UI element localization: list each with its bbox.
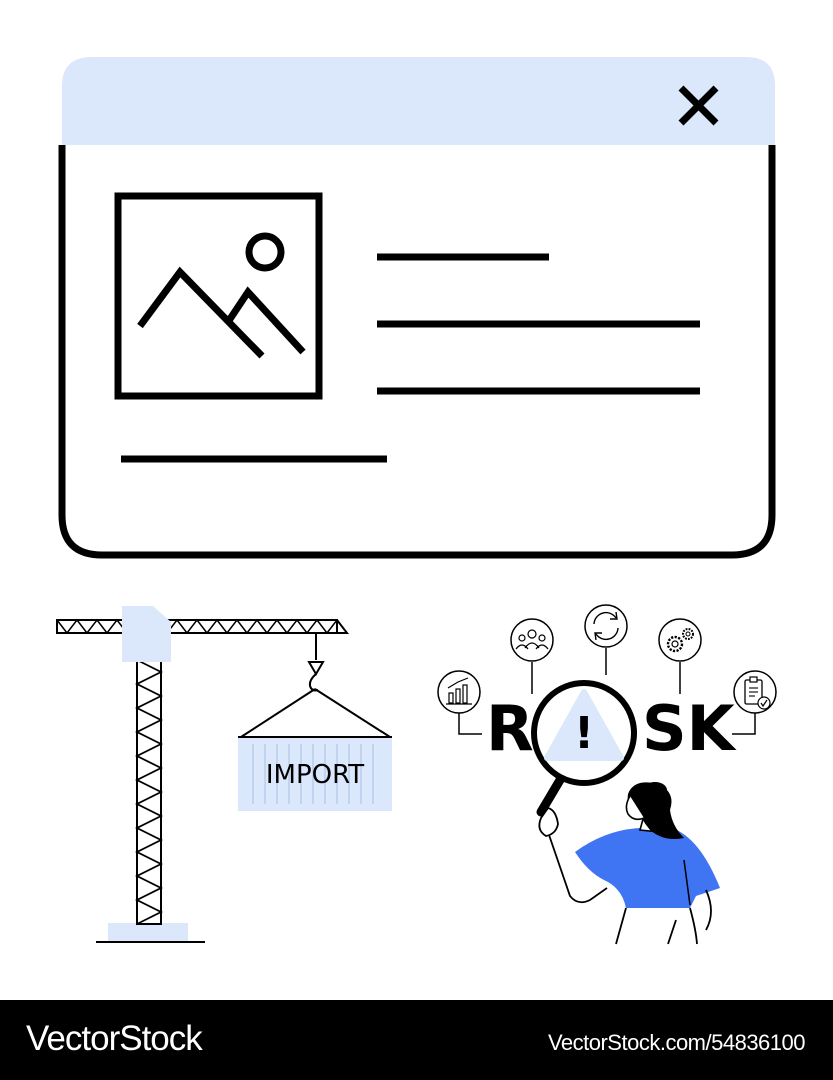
clipboard-check-icon <box>733 670 777 714</box>
browser-window <box>58 57 776 559</box>
risk-word-right: SK <box>642 692 737 765</box>
warning-triangle-icon: ! <box>544 689 624 761</box>
image-placeholder-icon <box>114 192 323 400</box>
watermark-brand: VectorStock <box>26 1019 203 1058</box>
close-icon[interactable] <box>678 85 719 126</box>
risk-word-left: R <box>486 692 534 765</box>
import-container: IMPORT <box>238 736 392 811</box>
window-title-bar <box>62 57 775 145</box>
risk-cluster: R SK ! <box>437 604 777 817</box>
container-label: IMPORT <box>266 760 364 790</box>
bar-chart-icon <box>437 670 481 714</box>
text-placeholder-lines <box>121 253 700 463</box>
window-frame <box>58 145 776 559</box>
crane-icon <box>56 606 391 943</box>
refresh-cycle-icon <box>584 604 628 648</box>
illustration-canvas: IMPORT <box>56 57 777 945</box>
woman-figure <box>538 782 720 945</box>
watermark-url: VectorStock.com/54836100 <box>547 1030 806 1055</box>
gears-icon <box>658 618 702 662</box>
watermark-bar: VectorStock VectorStock.com/54836100 <box>0 1000 833 1080</box>
alert-symbol: ! <box>574 708 594 759</box>
team-icon <box>510 618 554 662</box>
